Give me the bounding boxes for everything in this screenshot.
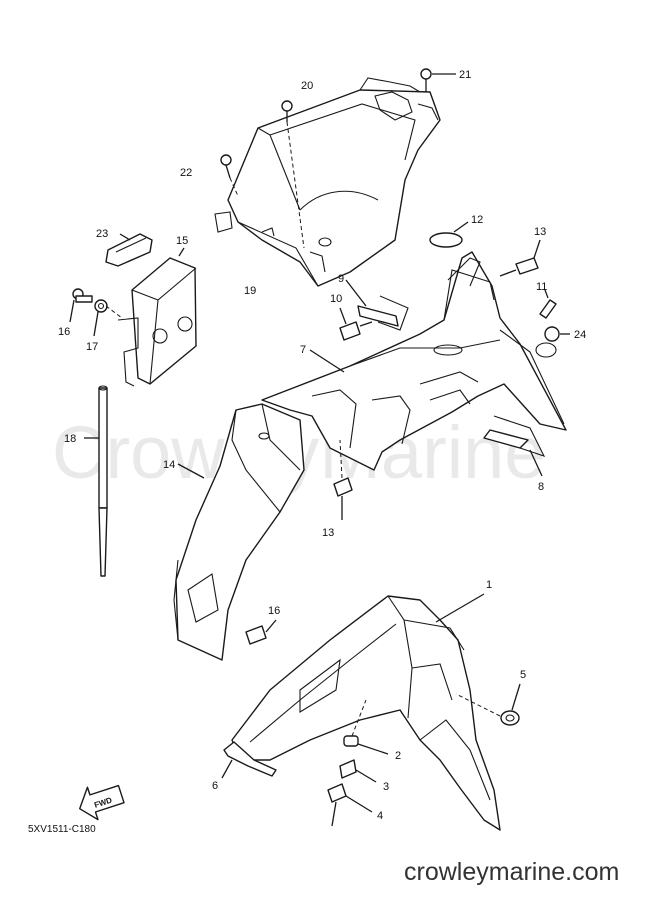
callout-3: 3 xyxy=(383,781,389,793)
part-4-bolt xyxy=(327,783,373,827)
part-16-screw-lower xyxy=(245,619,277,645)
part-19-battery-box xyxy=(214,77,441,287)
part-3-grommet xyxy=(339,759,377,783)
callout-4: 4 xyxy=(377,810,383,822)
fwd-arrow-icon: FWD xyxy=(78,784,125,821)
part-13-bolt-upper xyxy=(499,239,541,277)
callout-10: 10 xyxy=(330,293,342,305)
callout-16-top: 16 xyxy=(58,326,70,338)
callout-11: 11 xyxy=(536,281,547,293)
part-14-rear-fender xyxy=(173,403,305,661)
part-20-screw xyxy=(281,100,305,249)
part-1-front-fender xyxy=(231,593,501,831)
part-13-bolt-lower xyxy=(333,439,353,520)
callout-18: 18 xyxy=(64,433,76,445)
part-15-box xyxy=(117,247,197,387)
part-18-rod xyxy=(84,385,108,577)
callout-2: 2 xyxy=(395,750,401,762)
part-7-rear-fender xyxy=(261,251,567,471)
callout-21: 21 xyxy=(459,69,471,81)
callout-12: 12 xyxy=(471,214,483,226)
callout-13-top: 13 xyxy=(534,226,546,238)
part-12-cap xyxy=(429,221,469,248)
part-8-bracket xyxy=(483,415,546,477)
part-16-screw-upper xyxy=(69,288,93,323)
part-22-screw xyxy=(220,154,239,197)
part-23-clip xyxy=(105,233,153,267)
part-2-collar xyxy=(343,699,389,755)
callout-5: 5 xyxy=(520,669,526,681)
drawing-number: 5XV1511-C180 xyxy=(28,824,96,835)
part-24-nut xyxy=(544,326,570,342)
part-17-grommet xyxy=(93,299,123,337)
callout-24: 24 xyxy=(574,329,586,341)
callout-14: 14 xyxy=(163,459,175,471)
callout-16-bottom: 16 xyxy=(268,605,280,617)
callout-19: 19 xyxy=(244,285,256,297)
callout-9: 9 xyxy=(338,273,344,285)
callout-20: 20 xyxy=(301,80,313,92)
callout-23: 23 xyxy=(96,228,108,240)
part-10-bolt xyxy=(339,307,373,341)
callout-1: 1 xyxy=(486,579,492,591)
part-11-bolt xyxy=(539,289,557,319)
callout-8: 8 xyxy=(538,481,544,493)
callout-13-bottom: 13 xyxy=(322,527,334,539)
callout-22: 22 xyxy=(180,167,192,179)
part-6-strip xyxy=(221,741,277,779)
part-21-screw xyxy=(420,68,456,92)
part-9-plate xyxy=(345,279,409,331)
part-5-rubber xyxy=(455,683,521,726)
callout-15: 15 xyxy=(176,235,188,247)
callout-6: 6 xyxy=(212,780,218,792)
callout-7: 7 xyxy=(300,344,306,356)
site-url: crowleymarine.com xyxy=(404,858,619,886)
callout-17: 17 xyxy=(86,341,98,353)
